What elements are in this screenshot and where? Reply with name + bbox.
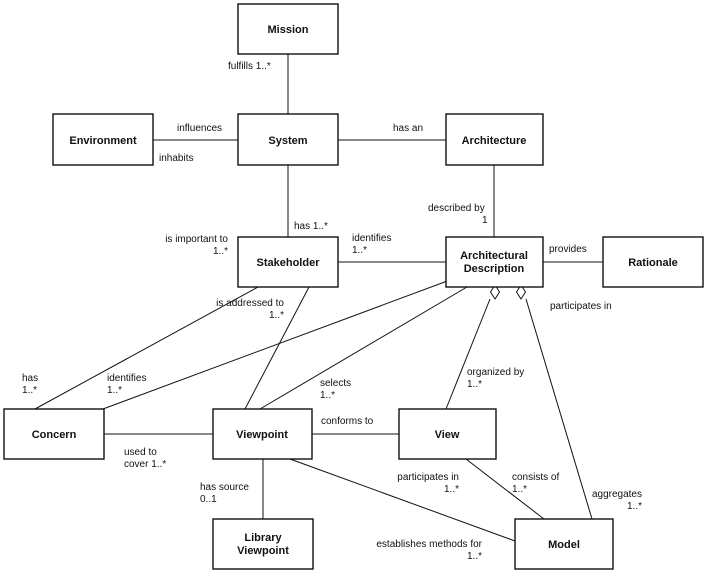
label-used-to-cover-mult: cover 1..*: [124, 459, 166, 470]
node-architectural-description[interactable]: [445, 236, 544, 288]
edge-ad-viewpoint: [259, 286, 468, 410]
node-model-label: Model: [548, 539, 580, 551]
node-view[interactable]: [398, 408, 497, 460]
nodes: Mission Environment System Architecture …: [3, 3, 704, 570]
label-fulfills: fulfills 1..*: [228, 61, 271, 72]
node-system-label: System: [268, 135, 307, 147]
label-selects-mult: 1..*: [320, 390, 335, 401]
node-mission[interactable]: [237, 3, 339, 55]
label-establishes-methods-for-mult: 1..*: [467, 551, 482, 562]
label-organized-by: organized by: [467, 367, 524, 378]
edge-labels: fulfills 1..* influences inhabits has an…: [22, 61, 642, 562]
node-stakeholder[interactable]: [237, 236, 339, 288]
edge-stakeholder-viewpoint: [244, 286, 310, 410]
edge-ad-view: [445, 298, 491, 410]
edge-stakeholder-concern: [34, 286, 259, 410]
node-architecture[interactable]: [445, 113, 544, 166]
label-organized-by-mult: 1..*: [467, 379, 482, 390]
label-establishes-methods-for: establishes methods for: [376, 539, 482, 550]
label-consists-of-mult: 1..*: [512, 484, 527, 495]
label-influences: influences: [177, 123, 222, 134]
label-selects: selects: [320, 378, 351, 389]
label-is-addressed-to: is addressed to: [216, 298, 284, 309]
label-has-source: has source: [200, 482, 249, 493]
edge-ad-concern: [102, 279, 451, 410]
label-inhabits: inhabits: [159, 153, 193, 164]
node-system[interactable]: [237, 113, 339, 166]
node-library-viewpoint[interactable]: [212, 518, 314, 570]
node-model[interactable]: [514, 518, 614, 570]
node-viewpoint-label: Viewpoint: [236, 429, 288, 441]
label-aggregates-mult: 1..*: [627, 501, 642, 512]
label-used-to-cover: used to: [124, 447, 157, 458]
edge-ad-model: [525, 298, 593, 520]
node-rationale[interactable]: [602, 236, 704, 288]
label-described-by: described by: [428, 203, 485, 214]
node-architectural-description-label-1: Architectural: [460, 250, 528, 262]
edge-view-model: [465, 458, 545, 520]
label-provides: provides: [549, 244, 587, 255]
label-has-concern-mult: 1..*: [22, 385, 37, 396]
label-has-source-mult: 0..1: [200, 494, 217, 505]
label-identifies-concern-mult: 1..*: [107, 385, 122, 396]
label-identifies-concern: identifies: [107, 373, 146, 384]
node-architecture-label: Architecture: [462, 135, 527, 147]
node-rationale-label: Rationale: [628, 257, 678, 269]
label-is-addressed-to-mult: 1..*: [269, 310, 284, 321]
label-aggregates: aggregates: [592, 489, 642, 500]
label-identifies-stakeholder: identifies: [352, 233, 391, 244]
node-mission-label: Mission: [268, 24, 309, 36]
node-architectural-description-label-2: Description: [464, 263, 525, 275]
node-stakeholder-label: Stakeholder: [257, 257, 321, 269]
label-participates-in-view-mult: 1..*: [444, 484, 459, 495]
label-is-important-to-mult: 1..*: [213, 246, 228, 257]
node-library-viewpoint-label-2: Viewpoint: [237, 545, 289, 557]
label-has-concern: has: [22, 373, 38, 384]
label-participates-in-ad: participates in: [550, 301, 612, 312]
node-viewpoint[interactable]: [212, 408, 313, 460]
label-is-important-to: is important to: [165, 234, 228, 245]
aggregation-diamond-model: [515, 284, 527, 300]
node-environment-label: Environment: [69, 135, 137, 147]
label-participates-in-view: participates in: [397, 472, 459, 483]
label-described-by-mult: 1: [482, 215, 488, 226]
node-concern-label: Concern: [32, 429, 77, 441]
label-identifies-stakeholder-mult: 1..*: [352, 245, 367, 256]
label-has-stakeholder: has 1..*: [294, 221, 328, 232]
node-view-label: View: [435, 429, 460, 441]
label-consists-of: consists of: [512, 472, 559, 483]
edge-viewpoint-model: [289, 458, 516, 542]
node-library-viewpoint-label-1: Library: [244, 532, 282, 544]
node-environment[interactable]: [52, 113, 154, 166]
edges: [34, 54, 603, 542]
label-has-an: has an: [393, 123, 423, 134]
label-conforms-to: conforms to: [321, 416, 374, 427]
node-concern[interactable]: [3, 408, 105, 460]
aggregation-diamond-view: [489, 284, 501, 300]
